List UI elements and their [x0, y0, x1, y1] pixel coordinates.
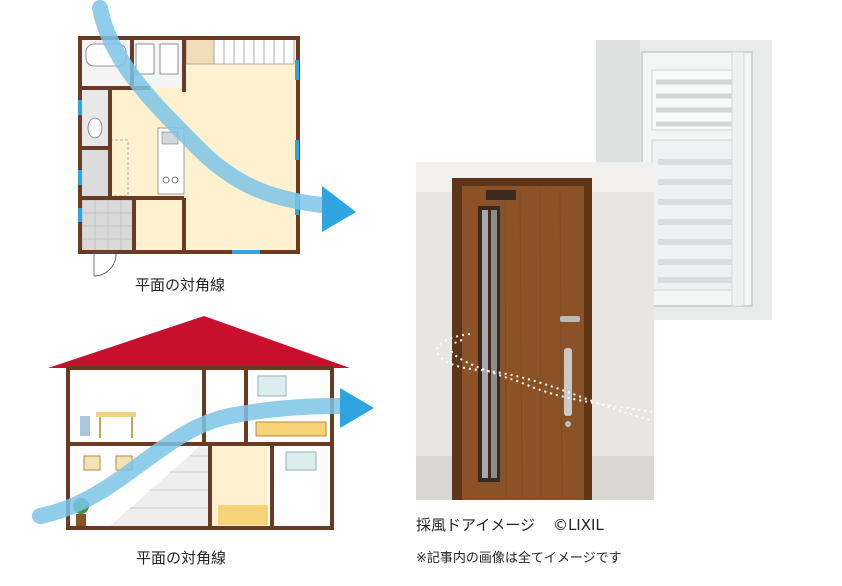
plan-airflow-band — [92, 0, 330, 213]
house-section-caption: 平面の対角線 — [136, 549, 227, 567]
plan-airflow-arrow — [322, 186, 356, 232]
door-photo-caption-text: 採風ドアイメージ — [416, 516, 535, 534]
image-disclaimer-note: ※記事内の画像は全てイメージです — [416, 551, 622, 566]
door-handle — [560, 316, 580, 322]
door-photo-caption: 採風ドアイメージ ©LIXIL — [416, 514, 604, 535]
door-airflow-dots — [436, 333, 651, 421]
entrance-tiles — [81, 199, 135, 253]
plan-windows — [78, 60, 299, 254]
section-airflow-arrow — [340, 388, 374, 428]
section-airflow-band — [32, 398, 346, 524]
floor-plan-caption: 平面の対角線 — [135, 276, 226, 294]
roof — [48, 316, 350, 368]
copyright-credit: ©LIXIL — [552, 516, 604, 534]
stairs — [185, 37, 295, 65]
